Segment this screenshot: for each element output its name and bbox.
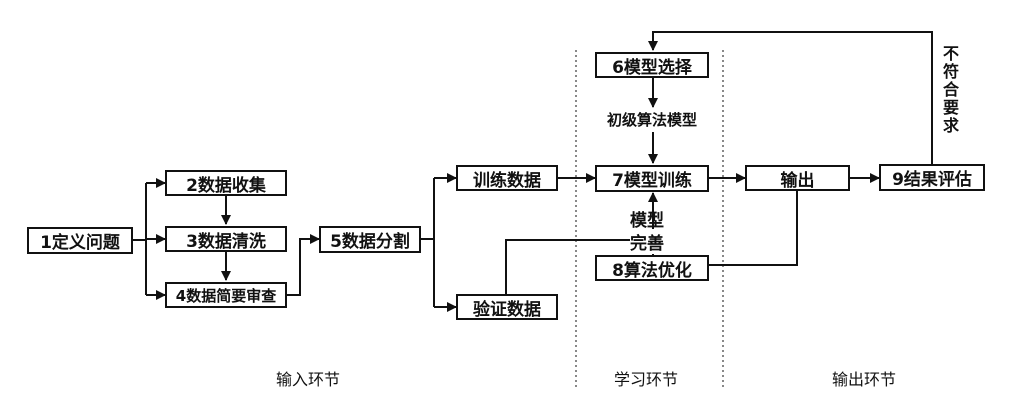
line-validation-to-optimize (505, 239, 653, 294)
node-validation-data: 验证数据 (456, 294, 558, 320)
node-initial-model: 初级算法模型 (606, 111, 697, 129)
node-model-selection: 6模型选择 (595, 52, 709, 78)
node-train-data: 训练数据 (456, 165, 558, 191)
section-label-input: 输入环节 (276, 370, 341, 389)
arrow-evaluation-to-selection (648, 31, 933, 164)
node-data-cleaning: 3数据清洗 (165, 226, 287, 252)
node-define-problem: 1定义问题 (27, 227, 133, 254)
node-output: 输出 (745, 165, 850, 191)
node-data-collection: 2数据收集 (165, 170, 287, 196)
annotation-not-meet-requirements: 不符合要求 (940, 45, 959, 135)
node-model-training: 7模型训练 (595, 165, 709, 192)
node-algorithm-optimization: 8算法优化 (595, 255, 709, 281)
node-data-review: 4数据简要审查 (165, 282, 287, 308)
line-output-to-optimize (709, 190, 798, 266)
annotation-model-improve-line1: 模型 (630, 211, 664, 231)
node-data-split: 5数据分割 (319, 226, 421, 253)
section-label-output: 输出环节 (832, 370, 897, 389)
section-label-learning: 学习环节 (614, 370, 679, 389)
node-result-evaluation: 9结果评估 (879, 164, 985, 191)
arrow-review-to-split (287, 234, 320, 296)
annotation-model-improve-line2: 完善 (630, 229, 664, 254)
